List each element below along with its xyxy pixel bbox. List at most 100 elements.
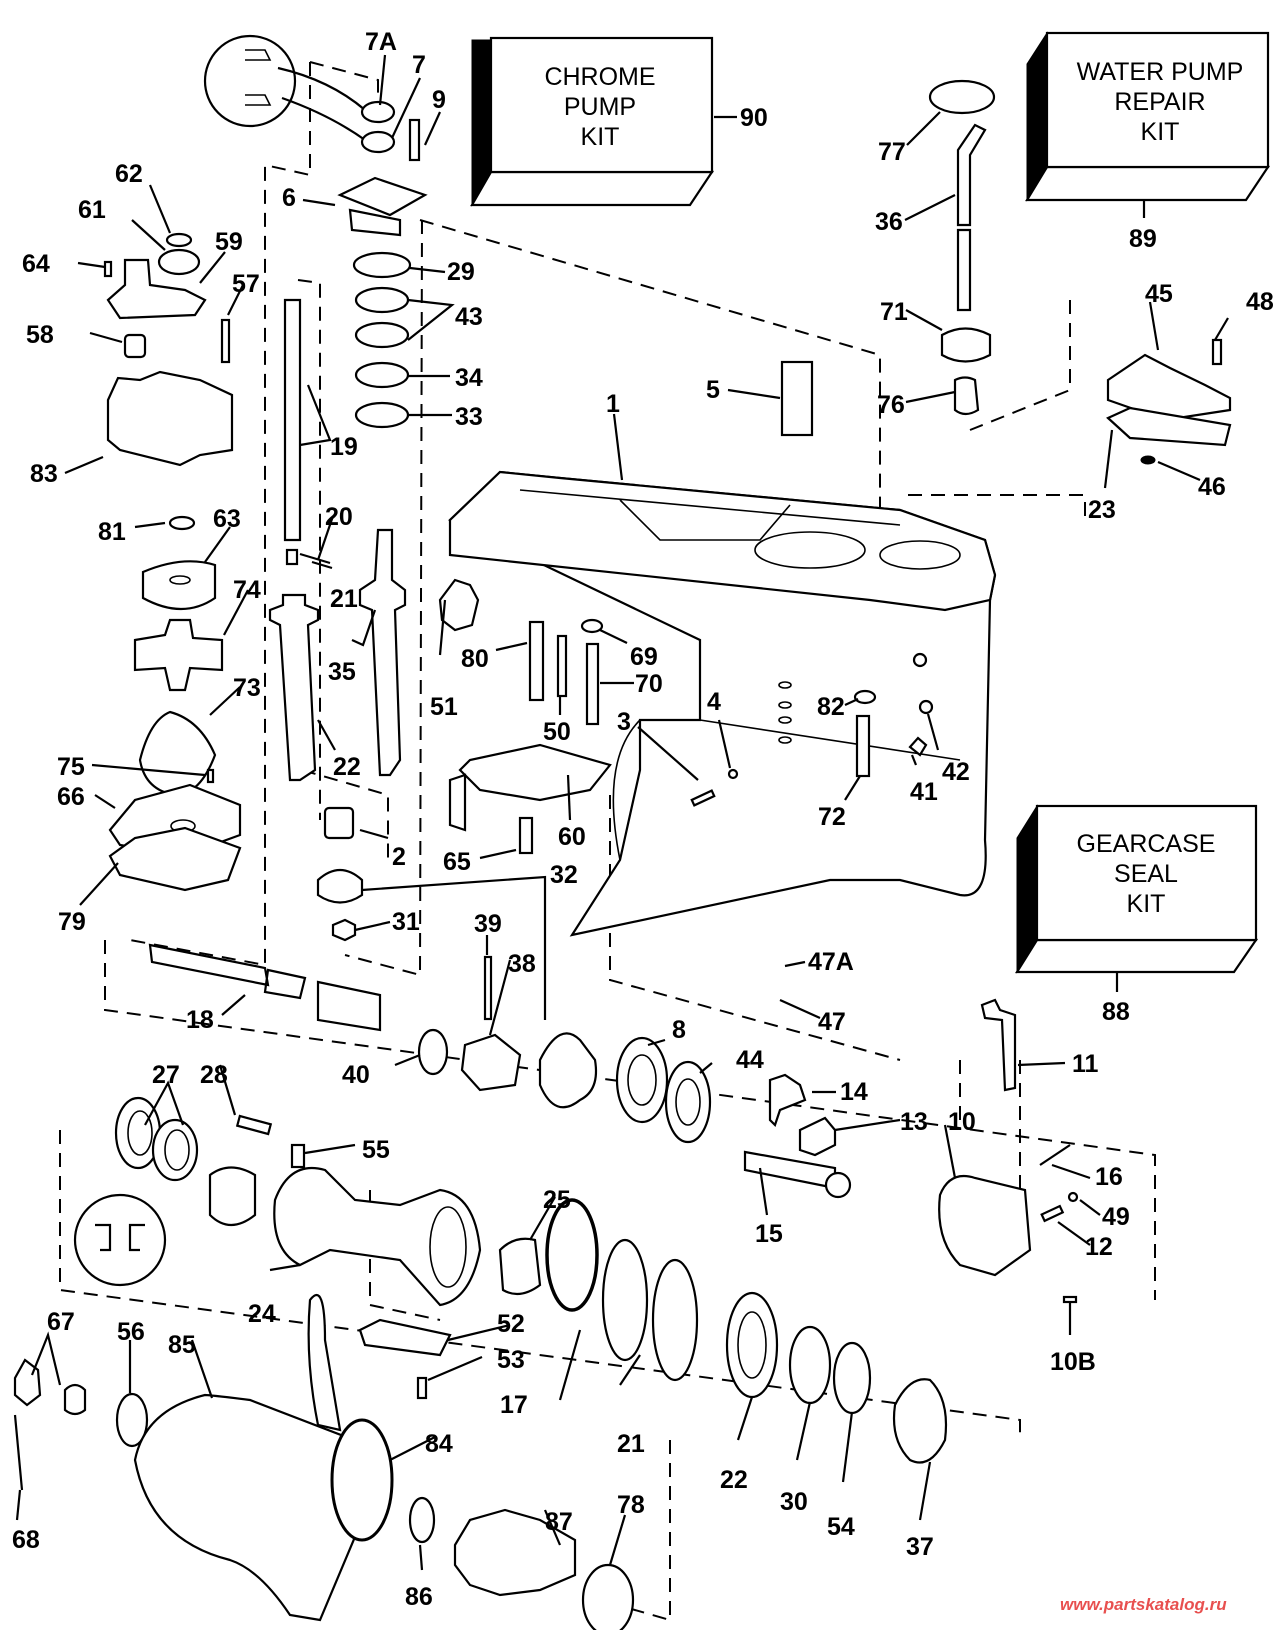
gasket-73 — [138, 710, 217, 797]
callout-72: 72 — [818, 803, 846, 831]
seal-46 — [1140, 455, 1156, 465]
callout-47A: 47A — [808, 948, 854, 976]
callout-78: 78 — [617, 1491, 645, 1519]
retaining-ring-21b — [651, 1258, 699, 1382]
clutch-ring-40 — [417, 1028, 449, 1076]
callout-46: 46 — [1198, 473, 1226, 501]
callout-74: 74 — [233, 576, 261, 604]
pin-10B — [1062, 1295, 1078, 1304]
bolt-28 — [235, 1114, 273, 1136]
pump-housing-83 — [106, 370, 234, 467]
callout-22-upper: 22 — [333, 753, 361, 781]
spring-12 — [1040, 1204, 1065, 1223]
chrome-pump-kit-box: CHROME PUMP KIT 90 — [470, 36, 768, 207]
callout-31: 31 — [392, 908, 420, 936]
kit-label-line: WATER PUMP — [1077, 58, 1244, 86]
callout-90: 90 — [740, 104, 768, 132]
callout-14: 14 — [840, 1078, 868, 1106]
detail-inset-seal — [203, 34, 366, 141]
kit-label-line: KIT — [581, 123, 620, 151]
screw-50 — [556, 634, 568, 698]
callout-21-upper: 21 — [330, 585, 358, 613]
pin-16 — [1039, 1144, 1071, 1166]
kit-label-line: SEAL — [1114, 860, 1178, 888]
detail-inset-27 — [73, 1193, 167, 1287]
callout-70: 70 — [635, 670, 663, 698]
bearing-2 — [323, 806, 355, 840]
screw-48 — [1211, 338, 1223, 366]
bearing-housing-6 — [337, 176, 428, 237]
callout-12: 12 — [1085, 1233, 1113, 1261]
screw-57 — [220, 318, 231, 364]
pin-39 — [483, 955, 493, 1021]
callout-16: 16 — [1095, 1163, 1123, 1191]
grommet-77 — [928, 79, 996, 115]
callout-76: 76 — [877, 391, 905, 419]
callout-73: 73 — [233, 674, 261, 702]
clutch-dog-38 — [460, 1033, 522, 1092]
callout-52: 52 — [497, 1310, 525, 1338]
fittings-5-stack — [778, 681, 792, 744]
callout-24: 24 — [248, 1300, 276, 1328]
housing-cover-59 — [106, 258, 207, 320]
anode-51 — [438, 578, 480, 632]
washer-34 — [354, 361, 410, 389]
washer-4 — [727, 768, 739, 780]
callout-33: 33 — [455, 403, 483, 431]
watermark: www.partskatalog.ru — [1060, 1595, 1227, 1614]
callout-1: 1 — [606, 390, 620, 418]
callout-83: 83 — [30, 460, 58, 488]
thrust-washer-30 — [788, 1325, 832, 1405]
callout-34: 34 — [455, 364, 483, 392]
water-pump-cover-45 — [1106, 353, 1232, 422]
o-ring-29 — [352, 251, 412, 279]
callout-86: 86 — [405, 1583, 433, 1611]
callout-40: 40 — [342, 1061, 370, 1089]
callout-88: 88 — [1102, 998, 1130, 1026]
callout-82: 82 — [817, 693, 845, 721]
screw-70 — [585, 642, 600, 726]
propeller-blade-85 — [307, 1293, 342, 1432]
gearcase-housing — [448, 470, 997, 937]
spacer-56 — [115, 1392, 149, 1448]
trim-tab-60 — [448, 743, 612, 832]
callout-21-lower: 21 — [617, 1430, 645, 1458]
o-ring-17 — [545, 1198, 599, 1312]
screw-80 — [528, 620, 545, 702]
seal-61 — [157, 248, 201, 276]
callout-65: 65 — [443, 848, 471, 876]
kit-label-line: KIT — [1127, 890, 1166, 918]
callout-labels: 7A 7 9 6 29 43 34 33 62 61 59 64 58 57 8… — [12, 28, 1274, 1611]
screw-72 — [855, 714, 871, 778]
callout-53: 53 — [497, 1346, 525, 1374]
callout-11: 11 — [1072, 1050, 1099, 1078]
o-ring-62 — [165, 232, 193, 248]
washer-42 — [918, 699, 934, 715]
clip-14 — [768, 1073, 807, 1128]
kit-label-line: GEARCASE — [1077, 830, 1216, 858]
callout-35: 35 — [328, 658, 356, 686]
callout-48: 48 — [1246, 288, 1274, 316]
kit-label-line: KIT — [1141, 118, 1180, 146]
impeller-74 — [133, 618, 224, 692]
callout-58: 58 — [26, 321, 54, 349]
callout-27: 27 — [152, 1061, 180, 1089]
bolt-9 — [408, 118, 421, 162]
screw-64 — [103, 260, 113, 278]
callout-42: 42 — [942, 758, 970, 786]
callout-54: 54 — [827, 1513, 855, 1541]
shift-pin-head-15 — [824, 1171, 852, 1199]
hub-adapter-87 — [453, 1508, 577, 1597]
callout-7A: 7A — [365, 28, 397, 56]
gasket-79 — [108, 826, 242, 892]
callout-8: 8 — [672, 1016, 686, 1044]
callout-28: 28 — [200, 1061, 228, 1089]
grommet-58 — [123, 333, 147, 359]
needle-bearing-26 — [208, 1166, 257, 1227]
callout-56: 56 — [117, 1318, 145, 1346]
pinion-shaft-22 — [268, 593, 320, 782]
thrust-bearing-33 — [354, 401, 410, 429]
callout-47: 47 — [818, 1008, 846, 1036]
shaft-35 — [358, 528, 407, 777]
